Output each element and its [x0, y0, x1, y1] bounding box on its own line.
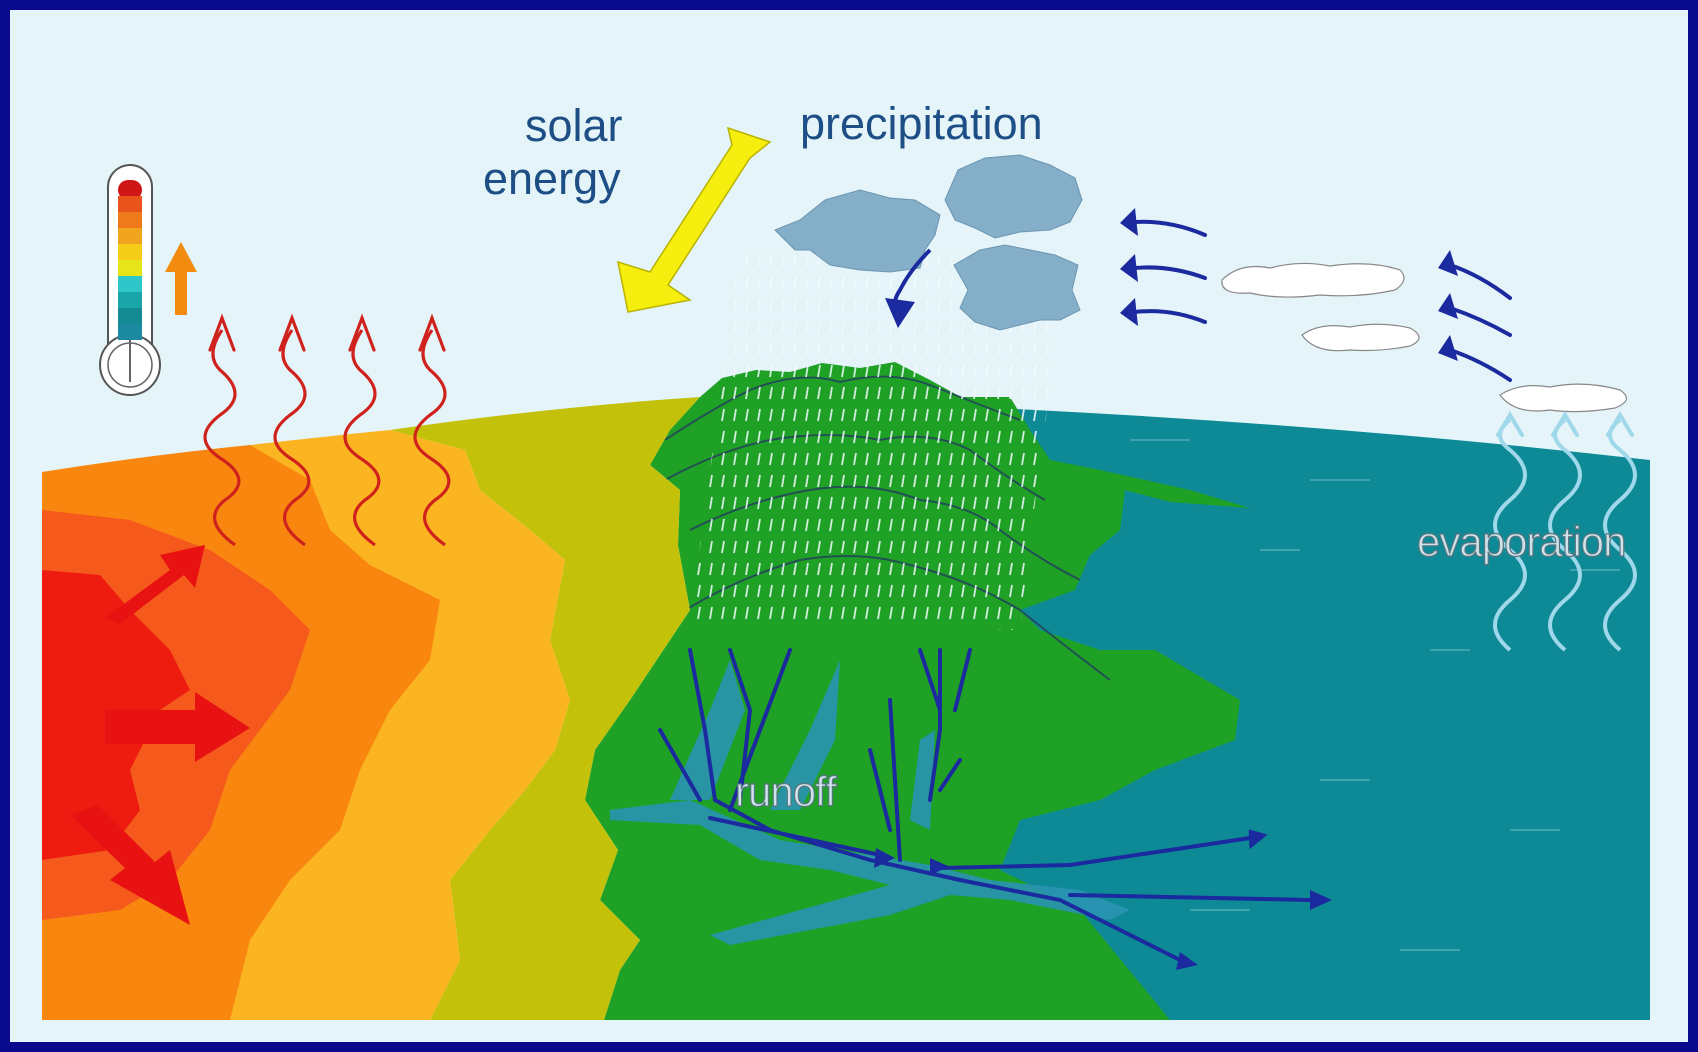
white-clouds [1221, 262, 1627, 413]
thermometer-icon [99, 164, 161, 396]
evaporation-label: evaporation [1416, 517, 1627, 565]
savanna-band [390, 397, 700, 1020]
precipitation-label: precipitation [800, 98, 1043, 149]
heat-flow-arrows [70, 545, 250, 925]
wind-arrows [1133, 219, 1512, 382]
diagram-frame: solar energy precipitation evaporation r… [10, 10, 1688, 1042]
energy-label: energy [483, 153, 621, 204]
evaporation-waves [1493, 418, 1637, 652]
heat-waves [203, 329, 451, 547]
sun-arrow-icon [617, 126, 772, 313]
rain [690, 245, 1070, 630]
solar-label: solar [525, 100, 623, 151]
runoff-rivers [610, 648, 1332, 970]
rain-cloud-icon [774, 154, 1083, 331]
up-arrow-icon [165, 242, 197, 315]
runoff-label: runoff [734, 767, 837, 815]
water-cycle-diagram [42, 126, 1650, 1020]
